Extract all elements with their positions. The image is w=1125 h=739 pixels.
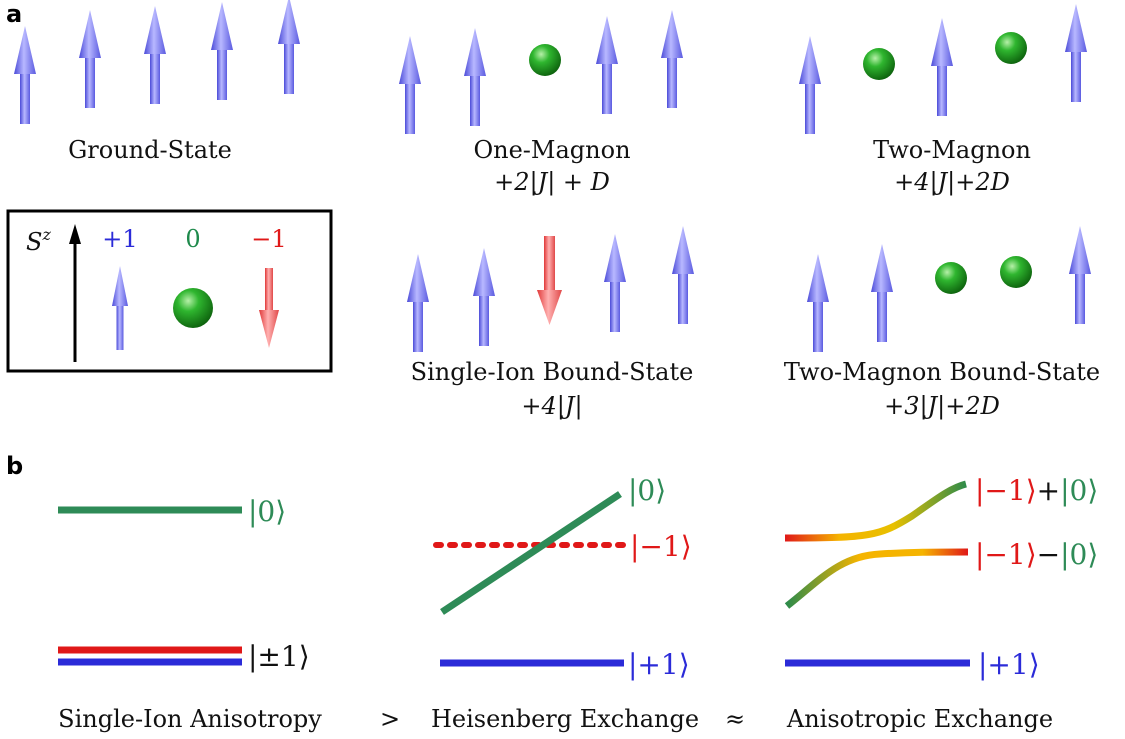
aniso-label-plus-one: |+1⟩: [978, 648, 1040, 681]
config-name-single-ion: Single-Ion Bound-State: [411, 358, 694, 386]
spin-zero-ball-icon: [863, 48, 895, 80]
spin-up-arrow-icon: [278, 0, 300, 94]
config-energy-two-magnon: +4|J|+2D: [894, 168, 1010, 197]
spin-up-arrow-icon: [211, 2, 233, 100]
config-name-one-magnon: One-Magnon: [473, 136, 630, 164]
spin-down-arrow-icon: [537, 236, 562, 325]
aniso-label-upper: |−1⟩+|0⟩: [975, 474, 1098, 507]
spin-down-arrow-icon: [259, 268, 279, 348]
spin-up-arrow-icon: [604, 234, 626, 332]
bottom-label-anisotropic: Anisotropic Exchange: [786, 705, 1053, 733]
level-upper-mixed-curve: [784, 480, 967, 542]
spin-up-arrow-icon: [799, 36, 821, 134]
ground-state-spins: [14, 0, 300, 124]
spin-zero-ball-icon: [173, 288, 213, 328]
legend-value-plus-one: +1: [102, 225, 137, 253]
spin-legend: Sz +1 0 −1: [6, 209, 333, 373]
label-pm-one: |±1⟩: [248, 640, 310, 673]
anisotropic-levels: |−1⟩+|0⟩ |−1⟩−|0⟩ |+1⟩: [784, 474, 1098, 681]
spin-up-arrow-icon: [1065, 4, 1087, 102]
single-ion-levels: |0⟩ |±1⟩: [58, 495, 310, 673]
spin-up-arrow-icon: [79, 10, 101, 108]
config-name-two-magnon: Two-Magnon: [873, 136, 1031, 164]
spin-up-arrow-icon: [473, 248, 495, 346]
spin-up-arrow-icon: [1069, 226, 1091, 324]
spin-up-arrow-icon: [144, 6, 166, 104]
aniso-label-lower: |−1⟩−|0⟩: [975, 538, 1098, 571]
one-magnon-spins: [399, 10, 683, 134]
level-lower-mixed-curve: [784, 548, 969, 609]
spin-up-arrow-icon: [871, 244, 893, 342]
config-energy-single-ion: +4|J|: [521, 392, 582, 421]
panel-label-a: a: [6, 0, 22, 28]
config-energy-one-magnon: +2|J| + D: [494, 168, 610, 197]
label-zero: |0⟩: [248, 495, 286, 528]
config-energy-two-magnon-bound: +3|J|+2D: [884, 392, 1000, 421]
spin-zero-ball-icon: [995, 32, 1027, 64]
level-zero-sloped-line: [440, 491, 622, 615]
bottom-op-greater: >: [380, 705, 400, 733]
single-ion-bound-state-spins: [407, 226, 694, 352]
spin-zero-ball-icon: [529, 44, 561, 76]
legend-value-zero: 0: [185, 225, 200, 253]
two-magnon-bound-state-spins: [807, 226, 1091, 352]
heis-label-zero: |0⟩: [628, 474, 666, 507]
legend-value-minus-one: −1: [251, 225, 286, 253]
spin-up-arrow-icon: [672, 226, 694, 324]
spin-up-arrow-icon: [14, 26, 36, 124]
heisenberg-levels: |0⟩ |−1⟩ |+1⟩: [433, 474, 692, 681]
config-name-two-magnon-bound: Two-Magnon Bound-State: [784, 358, 1100, 386]
sz-axis-arrowhead-icon: [69, 224, 81, 244]
sz-axis-label: Sz: [26, 225, 51, 256]
spin-zero-ball-icon: [935, 262, 967, 294]
legend-box: [6, 209, 333, 373]
two-magnon-spins: [799, 4, 1087, 134]
heis-label-plus-one: |+1⟩: [628, 648, 690, 681]
bottom-op-approx: ≈: [725, 705, 745, 733]
spin-up-arrow-icon: [661, 10, 683, 108]
spin-up-arrow-icon: [596, 16, 618, 114]
spin-up-arrow-icon: [399, 36, 421, 134]
bottom-label-heisenberg: Heisenberg Exchange: [431, 705, 699, 733]
panel-label-b: b: [6, 452, 23, 480]
spin-zero-ball-icon: [1000, 256, 1032, 288]
spin-up-arrow-icon: [464, 28, 486, 126]
bottom-label-single-ion: Single-Ion Anisotropy: [58, 705, 322, 733]
heis-label-minus-one: |−1⟩: [630, 530, 692, 563]
spin-up-arrow-icon: [807, 254, 829, 352]
spin-up-arrow-icon: [407, 254, 429, 352]
spin-up-arrow-icon: [931, 18, 953, 116]
config-name-ground: Ground-State: [68, 136, 232, 164]
